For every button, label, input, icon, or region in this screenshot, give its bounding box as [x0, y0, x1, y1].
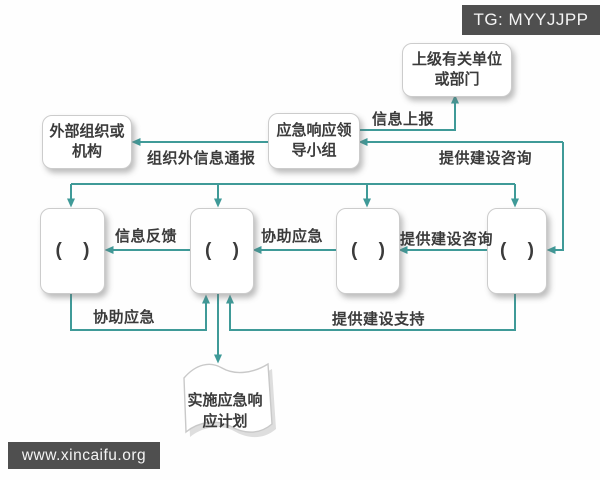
edge-consult-down-line — [546, 142, 564, 254]
edge-label-consult-mid: 提供建设咨询 — [400, 231, 494, 248]
edge-label-assist-mid: 协助应急 — [261, 228, 324, 245]
node-team-blank-1: ( ) — [40, 208, 105, 294]
node-team-blank-2: ( ) — [190, 208, 254, 294]
edge-label-external-notice: 组织外信息通报 — [147, 150, 256, 167]
edge-label-feedback: 信息反馈 — [115, 228, 178, 245]
node-leader-line1: 应急响应领 — [276, 121, 352, 139]
node-external-line2: 机构 — [71, 143, 102, 160]
team-blank-label: ( ) — [500, 240, 534, 262]
edge-assist-bottom-line — [70, 292, 210, 331]
node-superior-line1: 上级有关单位 — [411, 50, 502, 68]
node-team-blank-4: ( ) — [487, 208, 547, 294]
node-external-line1: 外部组织或 — [49, 122, 125, 140]
team-blank-label: ( ) — [55, 240, 90, 262]
banner-implement-plan: 实施应急响 应计划 — [179, 390, 271, 432]
site-watermark-badge: www.xincaifu.org — [8, 442, 160, 469]
node-emergency-leader-group: 应急响应领 导小组 — [268, 113, 360, 169]
edge-label-info-report: 信息上报 — [372, 111, 435, 128]
edge-info-report-line — [358, 94, 459, 131]
node-team-blank-3: ( ) — [336, 208, 400, 294]
edge-label-assist-bottom: 协助应急 — [93, 309, 156, 326]
team-blank-label: ( ) — [351, 240, 385, 262]
banner-line2: 应计划 — [202, 413, 248, 430]
banner-flag-shape — [183, 362, 276, 438]
edge-label-consult-top: 提供建设咨询 — [439, 150, 533, 167]
team-blank-label: ( ) — [205, 240, 239, 262]
edge-label-support-bottom: 提供建设支持 — [332, 311, 426, 328]
banner-line1: 实施应急响 — [187, 392, 263, 409]
tg-watermark-badge: TG: MYYJJPP — [462, 5, 600, 35]
node-leader-line2: 导小组 — [291, 142, 337, 159]
node-external-organizations: 外部组织或 机构 — [42, 115, 132, 169]
node-superior-units: 上级有关单位 或部门 — [402, 43, 512, 97]
node-superior-line2: 或部门 — [434, 71, 480, 88]
edge-support-bottom-line — [226, 292, 516, 331]
